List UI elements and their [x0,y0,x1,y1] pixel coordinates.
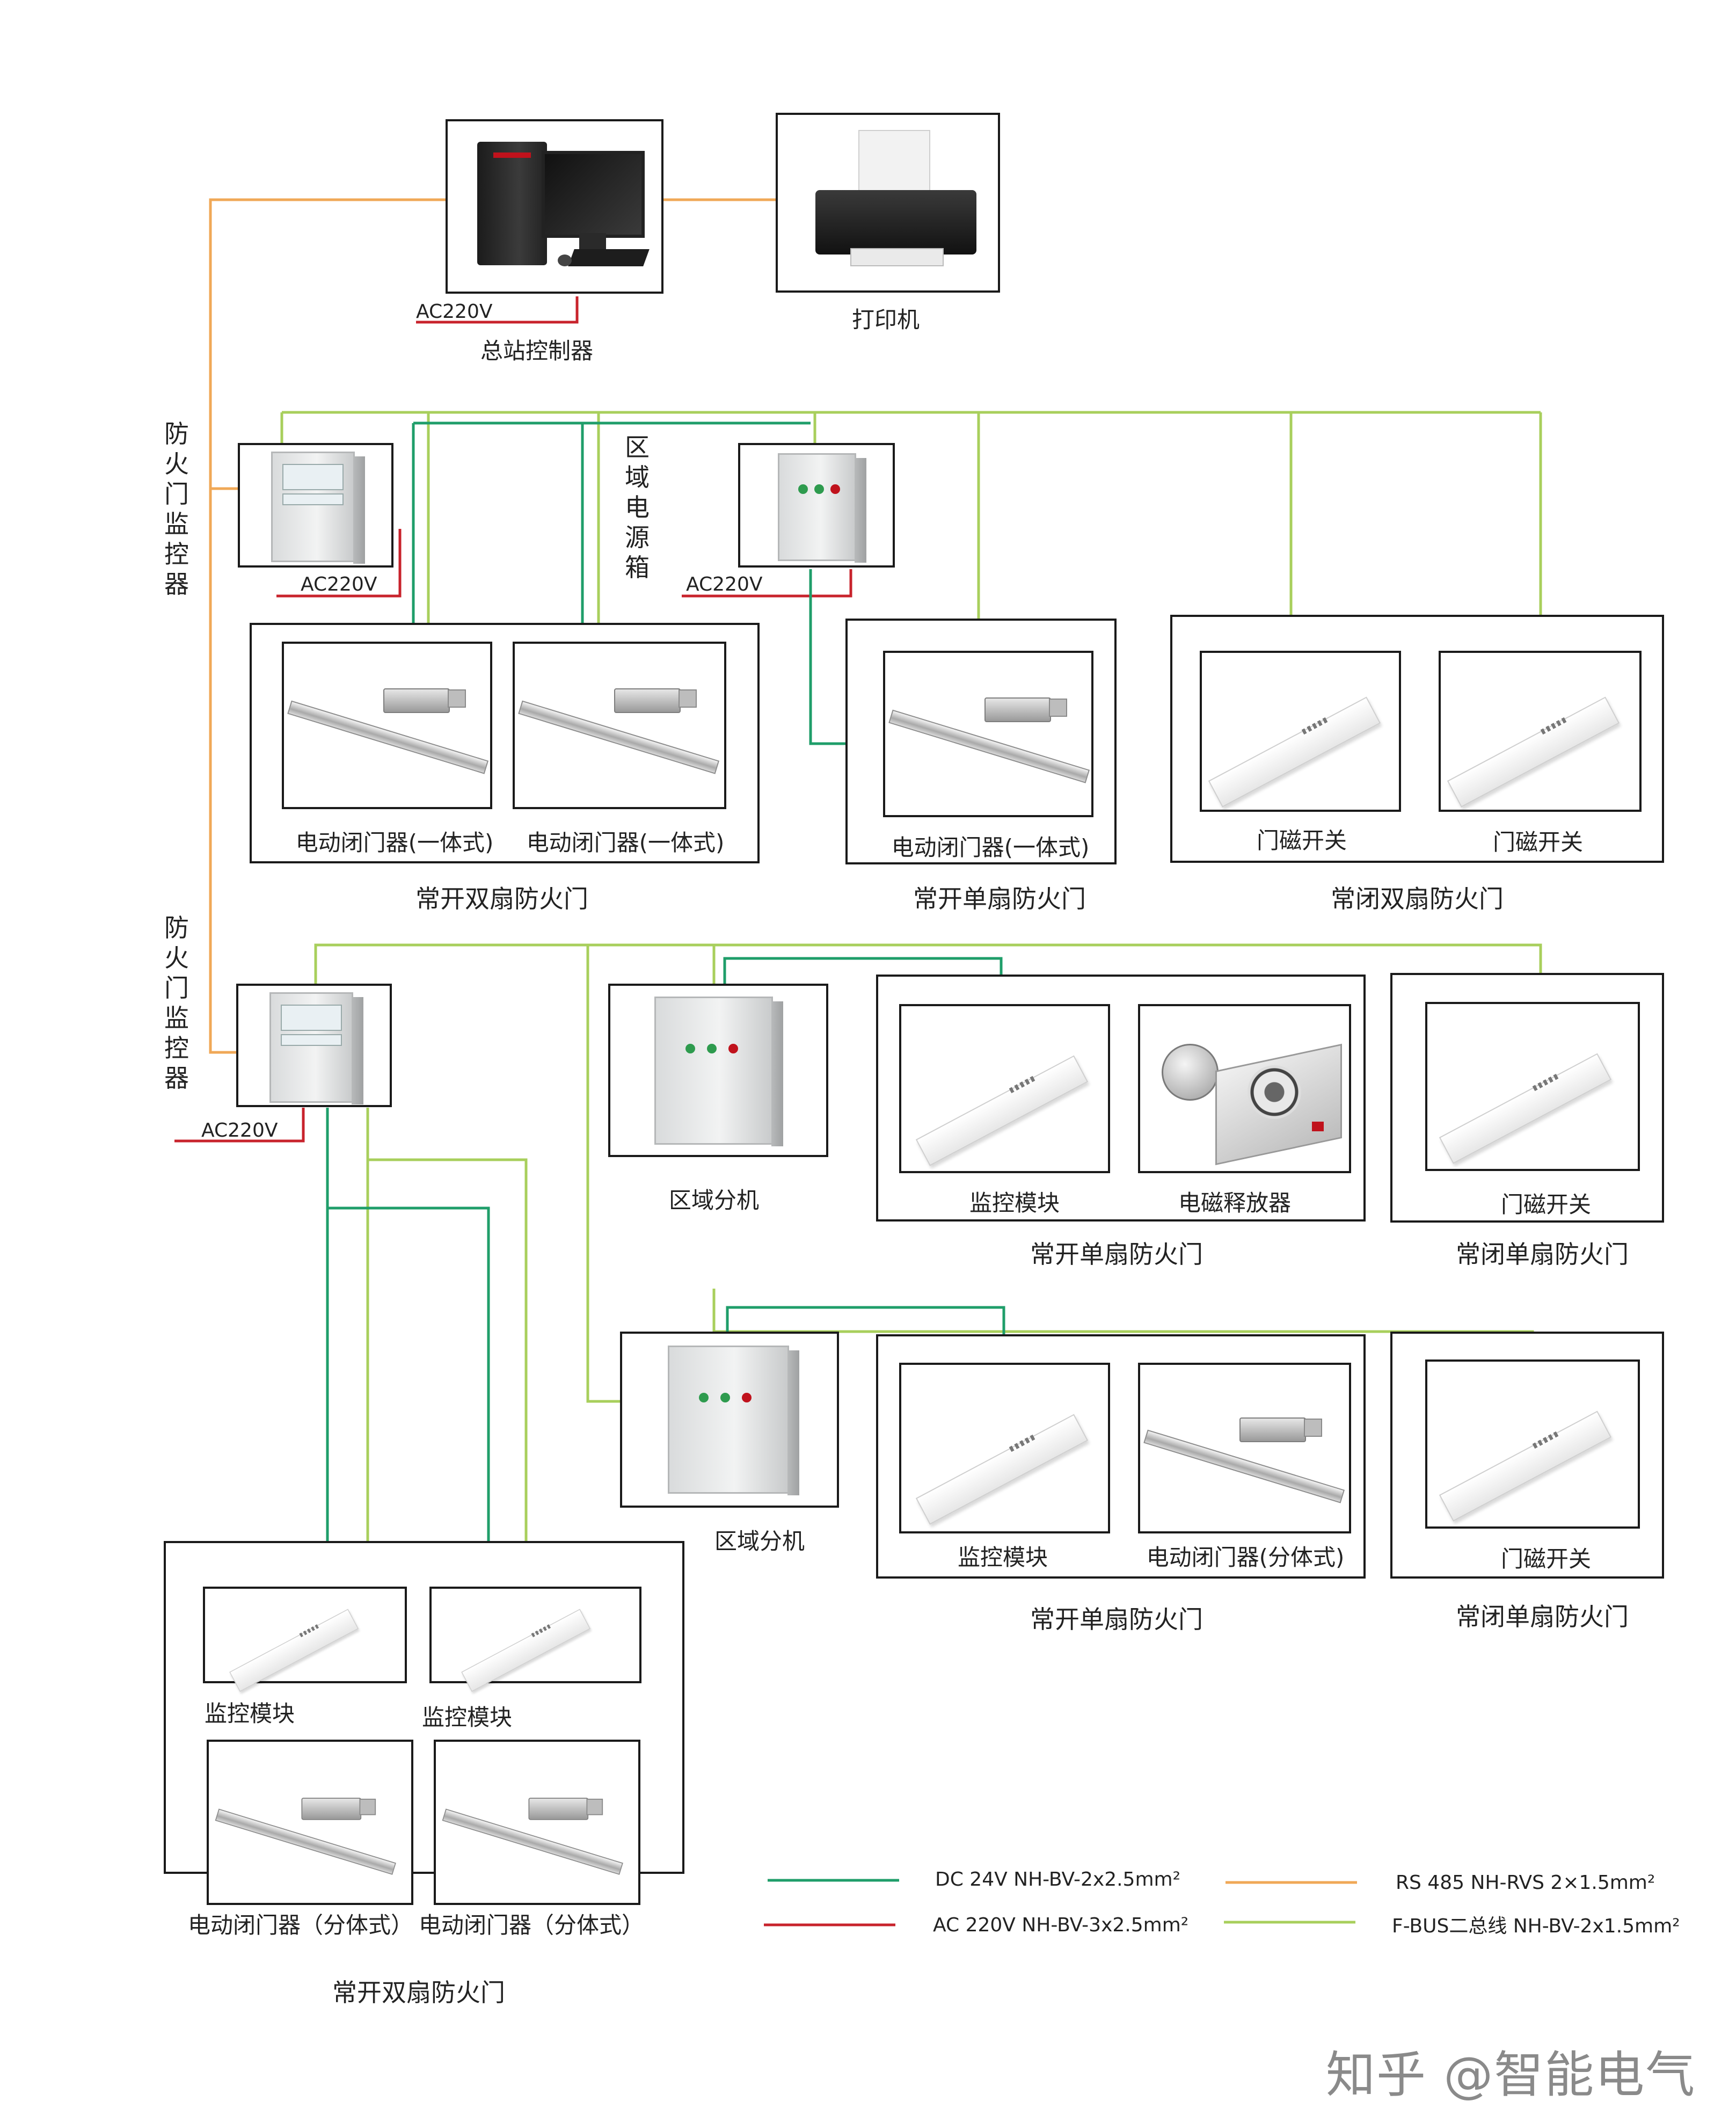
ac-label-powerbox: AC220V [686,573,763,595]
fire-door-monitor-1 [238,443,393,568]
monitor-cabinet-icon [269,992,363,1104]
legend-swatches [764,1879,1357,1926]
keyboard-icon [568,249,650,266]
door-switch-label: 门磁开关 [1492,829,1584,855]
power-box-cabinet-icon [778,453,866,563]
door-group-title: 常开双扇防火门 [332,1978,505,2007]
module-label: 监控模块 [957,1544,1048,1571]
closer-frame-row1-left [282,642,492,809]
door-group-title: 常开单扇防火门 [913,884,1086,913]
power-box-side-label: 区域电源箱 [625,433,650,582]
closer-label: 电动闭门器(一体式) [891,834,1090,861]
door-group-title: 常开双扇防火门 [415,884,588,913]
closer-label: 电动闭门器（分体式） [187,1912,414,1938]
ac-label-host: AC220V [416,301,493,323]
closer-label: 电动闭门器(分体式) [1146,1544,1345,1571]
door-switch-label: 门磁开关 [1500,1191,1592,1218]
sub-unit-cabinet-icon [654,997,783,1146]
door-group-title: 常开单扇防火门 [1030,1240,1203,1269]
printer [776,113,1000,293]
sub-unit-label: 区域分机 [668,1187,760,1213]
closer-frame-row1-single [883,651,1093,817]
monitor-module-frame-bottom-right [429,1587,641,1692]
pc-tower-icon [477,142,547,265]
closer-frame-bottom-right [434,1740,640,1905]
printer-label: 打印机 [851,307,920,333]
module-label: 监控模块 [421,1704,513,1731]
door-magnet-frame-row1-right [1439,651,1642,812]
monitor-side-label-1: 防火门监控器 [164,419,189,599]
door-group-title: 常闭单扇防火门 [1456,1240,1629,1269]
dc24v-wiring [304,421,1138,1740]
printer-icon [815,190,976,255]
closer-label: 电动闭门器(一体式) [295,830,494,856]
legend-text-rs485: RS 485 NH-RVS 2×1.5mm² [1396,1872,1655,1894]
sub-unit-cabinet-icon [668,1346,799,1495]
regional-sub-unit-2 [620,1332,839,1508]
legend-text-ac220v: AC 220V NH-BV-3x2.5mm² [933,1914,1189,1936]
door-magnet-frame-row1-left [1200,651,1401,812]
monitor-module-frame-row2 [899,1004,1110,1173]
host-computer [446,119,663,294]
door-group-title: 常闭双扇防火门 [1331,884,1504,913]
closer-frame-row1-right [513,642,726,809]
door-group-title: 常闭单扇防火门 [1456,1602,1629,1631]
closer-label: 电动闭门器（分体式） [418,1912,645,1938]
module-label: 监控模块 [969,1190,1060,1216]
monitor-cabinet-icon [271,452,365,564]
closer-label: 电动闭门器(一体式) [526,830,725,856]
magnetic-release-label: 电磁释放器 [1178,1190,1292,1216]
module-label: 监控模块 [204,1700,295,1727]
ac-label-monitor-2: AC220V [201,1119,278,1142]
monitor-module-frame-row3 [899,1363,1110,1533]
door-switch-label: 门磁开关 [1256,827,1347,854]
magnetic-release-frame-row2 [1138,1004,1351,1173]
door-group-title: 常开单扇防火门 [1030,1605,1203,1634]
regional-power-box [738,443,895,568]
closer-frame-bottom-left [207,1740,413,1905]
monitor-module-frame-bottom-left [203,1587,407,1692]
legend-text-fbus: F-BUS二总线 NH-BV-2x1.5mm² [1392,1915,1680,1937]
legend-text-dc24v: DC 24V NH-BV-2x2.5mm² [935,1868,1181,1891]
regional-sub-unit-1 [608,984,828,1157]
fbus-wiring [280,411,1542,1691]
monitor-side-label-2: 防火门监控器 [164,913,189,1093]
ac220v-wiring [174,296,852,1143]
watermark: 知乎 @智能电气 [1326,2046,1696,2104]
door-magnet-frame-row2 [1425,1002,1640,1171]
rs485-wiring [209,198,776,1054]
controller-label: 总站控制器 [480,338,594,364]
door-switch-label: 门磁开关 [1500,1546,1592,1572]
sub-unit-label: 区域分机 [714,1528,805,1554]
fire-door-monitor-2 [236,984,392,1107]
door-magnet-frame-row3 [1425,1359,1640,1529]
closer-frame-row3 [1138,1363,1351,1533]
mouse-icon [558,255,572,266]
pc-monitor-icon [542,151,645,238]
ac-label-monitor-1: AC220V [301,573,377,595]
